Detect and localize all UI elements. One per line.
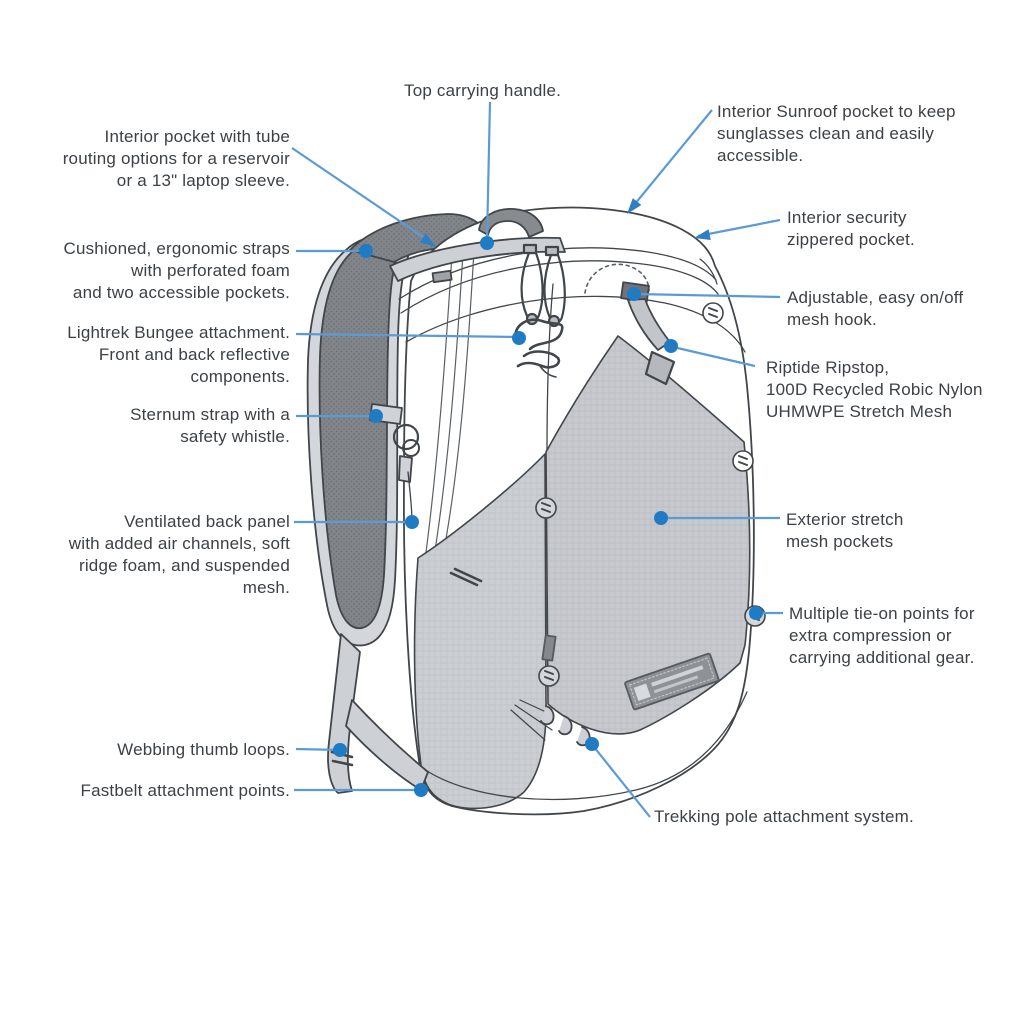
callout-webbing-loops: Webbing thumb loops. (117, 739, 290, 761)
callout-line-text: mesh. (242, 578, 290, 597)
callout-line (697, 218, 781, 238)
callout-ventilated-panel: Ventilated back panel with added air cha… (69, 511, 290, 599)
callout-dot (749, 606, 763, 620)
callout-line-text: mesh hook. (787, 310, 877, 329)
callout-riptide-fabric: Riptide Ripstop, 100D Recycled Robic Nyl… (766, 357, 983, 423)
callout-lightrek-bungee: Lightrek Bungee attachment. Front and ba… (67, 322, 290, 388)
brand-patch (624, 652, 720, 711)
shoulder-strap-top (349, 213, 480, 263)
front-edge-seam (546, 283, 554, 453)
callout-line-text: zippered pocket. (787, 230, 915, 249)
base-seam (423, 691, 748, 801)
callout-line-text: Trekking pole attachment system. (654, 807, 914, 826)
callout-fastbelt: Fastbelt attachment points. (80, 780, 290, 802)
callout-dot (333, 743, 347, 757)
callout-line-text: UHMWPE Stretch Mesh (766, 402, 953, 421)
callout-line-text: Interior security (787, 208, 907, 227)
callout-line-text: Ventilated back panel (124, 512, 290, 531)
callout-line (629, 109, 713, 211)
callout-line (672, 345, 756, 368)
strap-keeper (431, 269, 453, 284)
callout-line-text: Front and back reflective (98, 345, 290, 364)
callout-line-text: Fastbelt attachment points. (80, 781, 290, 800)
top-strap-band (389, 236, 566, 282)
callout-line-text: components. (190, 367, 290, 386)
callout-line-text: Lightrek Bungee attachment. (67, 323, 290, 342)
callout-line-text: Interior pocket with tube (104, 127, 290, 146)
callout-line-text: and two accessible pockets. (72, 283, 290, 302)
callout-line (485, 101, 492, 241)
callout-arrowhead (694, 229, 711, 241)
callout-line-text: Riptide Ripstop, (766, 358, 890, 377)
back-panel-seams (424, 249, 475, 567)
callout-dot (359, 244, 373, 258)
side-pocket-zip (449, 567, 483, 587)
callout-dot (369, 409, 383, 423)
callout-line-text: with added air channels, soft (68, 534, 290, 553)
callout-line-text: routing options for a reservoir (62, 149, 290, 168)
callout-sunroof-pocket: Interior Sunroof pocket to keep sunglass… (717, 101, 956, 167)
callout-interior-pocket: Interior pocket with tube routing option… (63, 126, 290, 192)
callout-dot (414, 783, 428, 797)
callout-dot (585, 737, 599, 751)
sunroof-pocket-outline (584, 263, 650, 294)
sternum-strap-part (369, 403, 420, 522)
callout-line-text: Webbing thumb loops. (117, 740, 290, 759)
right-edge-seam (699, 258, 718, 285)
callout-line (635, 292, 781, 299)
shoulder-strap-pad (318, 243, 397, 630)
callout-dot (627, 287, 641, 301)
edge-tag (541, 634, 557, 662)
callout-line-text: with perforated foam (131, 261, 290, 280)
callout-arrowhead (419, 233, 436, 247)
callout-line-text: Multiple tie-on points for (789, 604, 975, 623)
callout-line (295, 332, 519, 339)
callout-dot (664, 339, 678, 353)
callout-line-text: sunglasses clean and easily (717, 124, 935, 143)
callout-dot (480, 236, 494, 250)
callout-line-text: Cushioned, ergonomic straps (63, 239, 290, 258)
callout-dot (405, 515, 419, 529)
callout-line-text: carrying additional gear. (789, 648, 975, 667)
callout-line (291, 147, 433, 244)
bungee-attachment (514, 318, 564, 378)
callout-line-text: Exterior stretch (786, 510, 904, 529)
callout-line-text: Top carrying handle. (404, 81, 562, 100)
callout-stretch-pockets: Exterior stretch mesh pockets (786, 509, 904, 553)
callout-mesh-hook: Adjustable, easy on/off mesh hook. (787, 287, 963, 331)
callout-connectors (291, 101, 783, 818)
callout-cushioned-straps: Cushioned, ergonomic straps with perfora… (63, 238, 290, 304)
callout-sternum-strap: Sternum strap with a safety whistle. (130, 404, 290, 448)
callout-arrowhead (627, 198, 642, 214)
callout-dot (512, 331, 526, 345)
lid-seam (398, 247, 717, 300)
front-mesh-panel (545, 335, 751, 735)
callout-line-text: mesh pockets (786, 532, 894, 551)
callout-top-handle: Top carrying handle. (404, 80, 561, 102)
callout-line-text: Sternum strap with a (130, 405, 290, 424)
callout-line-text: Interior Sunroof pocket to keep (717, 102, 956, 121)
callout-trekking-pole: Trekking pole attachment system. (654, 806, 914, 828)
callout-security-pocket: Interior security zippered pocket. (787, 207, 915, 251)
carry-handle (478, 208, 544, 238)
callout-line-text: safety whistle. (180, 427, 290, 446)
callout-tie-on-points: Multiple tie-on points for extra compres… (789, 603, 975, 669)
callout-line-text: ridge foam, and suspended (78, 556, 290, 575)
callout-line-text: Adjustable, easy on/off (787, 288, 964, 307)
trekking-pole-hooks (510, 699, 591, 747)
callout-line (593, 746, 651, 818)
callout-line-text: extra compression or (789, 626, 952, 645)
callout-line-text: 100D Recycled Robic Nylon (766, 380, 983, 399)
callout-line-text: accessible. (717, 146, 804, 165)
callout-dot (654, 511, 668, 525)
lid-seam (400, 260, 719, 314)
callout-line-text: or a 13" laptop sleeve. (116, 171, 290, 190)
side-mesh-pocket (413, 453, 547, 810)
